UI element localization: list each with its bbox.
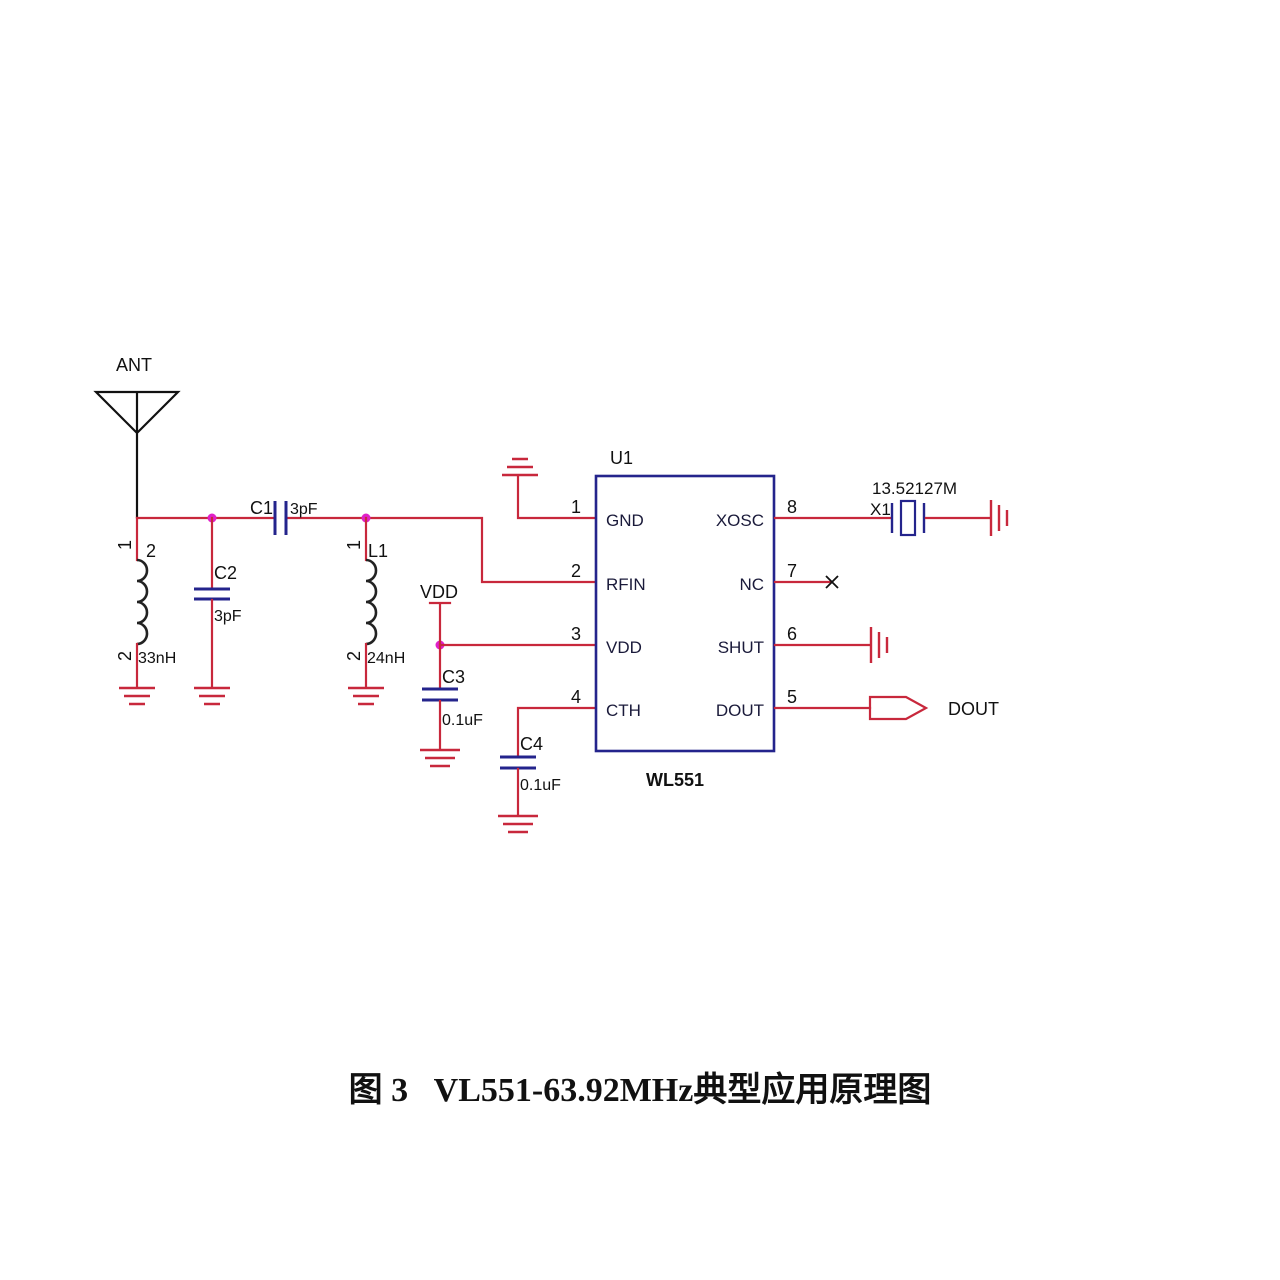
ground-icon-c4 [498,814,538,834]
pin-name-vdd: VDD [606,638,642,657]
pin-name-xosc: XOSC [716,511,764,530]
ground-icon-l2 [119,686,155,706]
inductor-l1 [364,516,378,688]
c3-value: 0.1uF [442,712,483,729]
pin-name-rfin: RFIN [606,575,646,594]
c4-ref: C4 [520,734,543,754]
capacitor-c4 [500,706,597,816]
pin-num-1: 1 [571,497,581,517]
no-connect-mark [773,575,839,589]
pin-name-dout: DOUT [716,701,764,720]
pin-num-8: 8 [787,497,797,517]
capacitor-c2 [194,516,230,688]
caption-figure: 图 3 [348,1072,409,1109]
c1-ref: C1 [250,498,273,518]
c2-value: 3pF [214,608,242,625]
ground-icon-c3 [420,748,460,768]
l1-pin1: 1 [344,540,364,550]
ic-ref: U1 [610,448,633,468]
inductor-l2 [135,516,149,688]
pin-num-6: 6 [787,624,797,644]
c2-ref: C2 [214,563,237,583]
ground-icon-l1 [348,686,384,706]
pin-name-nc: NC [739,575,764,594]
pin-name-cth: CTH [606,701,641,720]
ground-icon-c2 [194,686,230,706]
antenna-symbol [93,390,181,518]
l1-pin2: 2 [344,651,364,661]
c1-value: 3pF [290,501,318,518]
vdd-wires [428,601,597,689]
capacitor-c1 [273,501,288,535]
c3-ref: C3 [442,667,465,687]
vdd-net-label: VDD [420,582,458,602]
crystal-x1 [773,499,992,537]
pin-num-4: 4 [571,687,581,707]
c4-value: 0.1uF [520,777,561,794]
l2-value: 33nH [138,650,176,667]
dout-net-label: DOUT [948,699,999,719]
l2-ref: 2 [146,541,156,561]
ic-u1-body [594,474,776,753]
ic-part: WL551 [646,770,704,790]
ground-icon-shut [773,627,889,663]
pin-num-3: 3 [571,624,581,644]
l2-pin2: 2 [115,651,135,661]
pin-name-shut: SHUT [718,638,764,657]
pin-num-5: 5 [787,687,797,707]
caption-title: VL551-63.92MHz典型应用原理图 [433,1072,932,1109]
dout-port [773,695,929,721]
l1-ref: L1 [368,541,388,561]
x1-ref: X1 [870,500,891,519]
l1-value: 24nH [367,650,405,667]
pin-num-2: 2 [571,561,581,581]
ground-icon-pin1 [502,457,597,520]
capacitor-c3 [422,687,458,750]
figure-caption: 图 3 VL551-63.92MHz典型应用原理图 [0,1062,1280,1111]
ground-icon-xosc [989,500,1009,536]
pin-num-7: 7 [787,561,797,581]
antenna-label: ANT [116,355,152,375]
x1-value: 13.52127M [872,479,957,498]
rf-input-wires [135,516,597,584]
pin-name-gnd: GND [606,511,644,530]
l2-pin1: 1 [115,540,135,550]
